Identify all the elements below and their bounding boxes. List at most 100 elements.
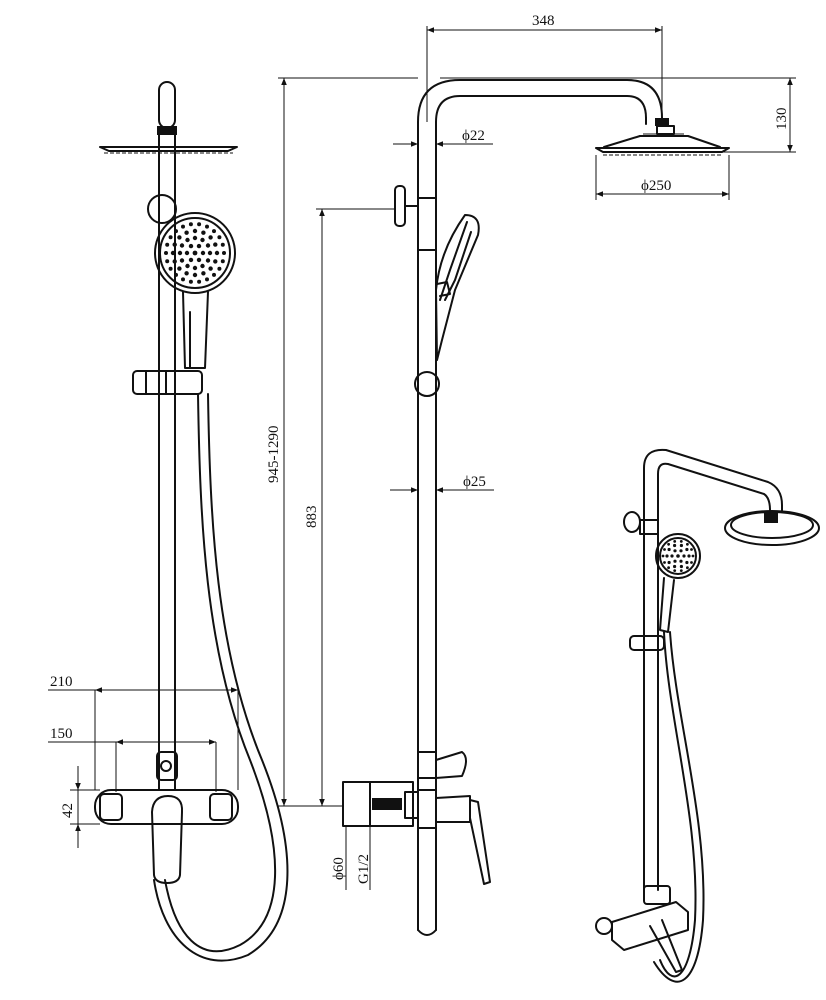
side-view: 348 130 ϕ22 ϕ250 ϕ25 945-1290 883 ϕ60 G1… <box>266 13 796 936</box>
spray-hole <box>679 543 684 548</box>
spray-hole <box>213 259 218 264</box>
spray-hole <box>685 560 689 565</box>
spray-hole <box>188 222 193 227</box>
spray-hole <box>208 235 213 240</box>
dim-head-height: 130 <box>774 108 790 131</box>
spray-hole <box>192 265 198 271</box>
spray-hole <box>165 259 170 264</box>
spray-hole <box>205 277 209 282</box>
spray-hole <box>682 554 686 558</box>
spray-hole <box>670 554 674 558</box>
spray-hole <box>679 559 683 563</box>
spray-hole <box>661 554 665 558</box>
spray-hole <box>174 272 178 277</box>
spray-hole <box>165 242 170 247</box>
spray-hole <box>220 259 225 264</box>
spray-hole <box>200 237 205 243</box>
spray-hole <box>687 554 691 558</box>
spray-hole <box>168 235 173 240</box>
spray-hole <box>673 559 677 563</box>
spray-hole <box>181 224 185 229</box>
spray-hole <box>222 251 226 255</box>
spray-hole <box>170 250 176 256</box>
spray-hole <box>188 243 194 249</box>
spray-hole <box>185 237 190 243</box>
spray-hole <box>188 257 194 263</box>
spray-holes <box>164 222 226 284</box>
spray-holes-perspective <box>661 540 695 572</box>
dim-holder-height: 883 <box>304 506 320 529</box>
dim-head-diameter: ϕ250 <box>641 178 671 194</box>
spray-hole <box>663 548 666 551</box>
spray-hole <box>185 263 190 269</box>
dim-arm-diameter: ϕ22 <box>462 128 485 144</box>
spray-hole <box>174 229 178 234</box>
spray-hole <box>685 547 689 552</box>
spray-hole <box>201 271 206 276</box>
spray-hole <box>196 243 202 249</box>
spray-hole <box>679 549 683 553</box>
dim-cover-diameter: ϕ60 <box>331 857 347 880</box>
spray-hole <box>212 229 216 234</box>
spray-hole <box>177 250 183 256</box>
front-view: 210 150 42 <box>48 81 289 962</box>
dim-thread: G1/2 <box>356 854 372 884</box>
spray-hole <box>197 279 202 284</box>
spray-hole <box>205 243 211 248</box>
spray-hole <box>673 564 677 569</box>
spray-hole <box>673 540 677 543</box>
spray-hole <box>213 242 218 247</box>
spray-hole <box>217 235 222 240</box>
spray-hole <box>686 542 689 546</box>
spray-hole <box>673 549 677 553</box>
spray-hole <box>172 259 177 264</box>
spray-hole <box>691 554 695 558</box>
spray-hole <box>690 548 693 551</box>
spray-hole <box>673 569 677 572</box>
dim-outer-width: 210 <box>50 674 73 690</box>
spray-hole <box>177 266 182 271</box>
spray-hole <box>686 566 689 570</box>
spray-hole <box>663 561 666 564</box>
spray-hole <box>200 263 205 269</box>
spray-hole <box>192 272 198 278</box>
spray-hole <box>679 564 684 569</box>
spray-hole <box>201 230 206 235</box>
spray-hole <box>197 222 202 227</box>
spray-hole <box>205 224 209 229</box>
spray-hole <box>667 542 670 546</box>
spray-hole <box>184 271 189 276</box>
spray-hole <box>192 228 198 234</box>
spray-hole <box>168 266 173 271</box>
spray-hole <box>212 272 216 277</box>
spray-hole <box>184 250 190 256</box>
spray-hole <box>690 561 693 564</box>
spray-hole <box>179 243 185 248</box>
spray-hole <box>667 566 670 570</box>
dim-total-height: 945-1290 <box>266 426 282 484</box>
spray-hole <box>192 250 198 256</box>
dim-arm-length: 348 <box>532 13 555 29</box>
spray-hole <box>177 235 182 240</box>
dim-pipe-diameter: ϕ25 <box>463 474 486 490</box>
spray-hole <box>220 242 225 247</box>
spray-hole <box>179 258 185 263</box>
spray-hole <box>667 547 671 552</box>
spray-hole <box>676 554 680 558</box>
spray-hole <box>665 554 669 558</box>
spray-hole <box>673 543 677 548</box>
spray-hole <box>172 242 177 247</box>
spray-hole <box>667 560 671 565</box>
spray-hole <box>217 266 222 271</box>
spray-hole <box>679 569 683 572</box>
spray-hole <box>207 250 213 256</box>
spray-hole <box>196 257 202 263</box>
spray-hole <box>164 251 168 255</box>
spray-hole <box>188 279 193 284</box>
spray-hole <box>184 230 189 235</box>
spray-hole <box>200 250 206 256</box>
spray-hole <box>214 250 220 256</box>
dim-body-height: 42 <box>60 803 76 818</box>
spray-hole <box>181 277 185 282</box>
spray-hole <box>192 235 198 241</box>
